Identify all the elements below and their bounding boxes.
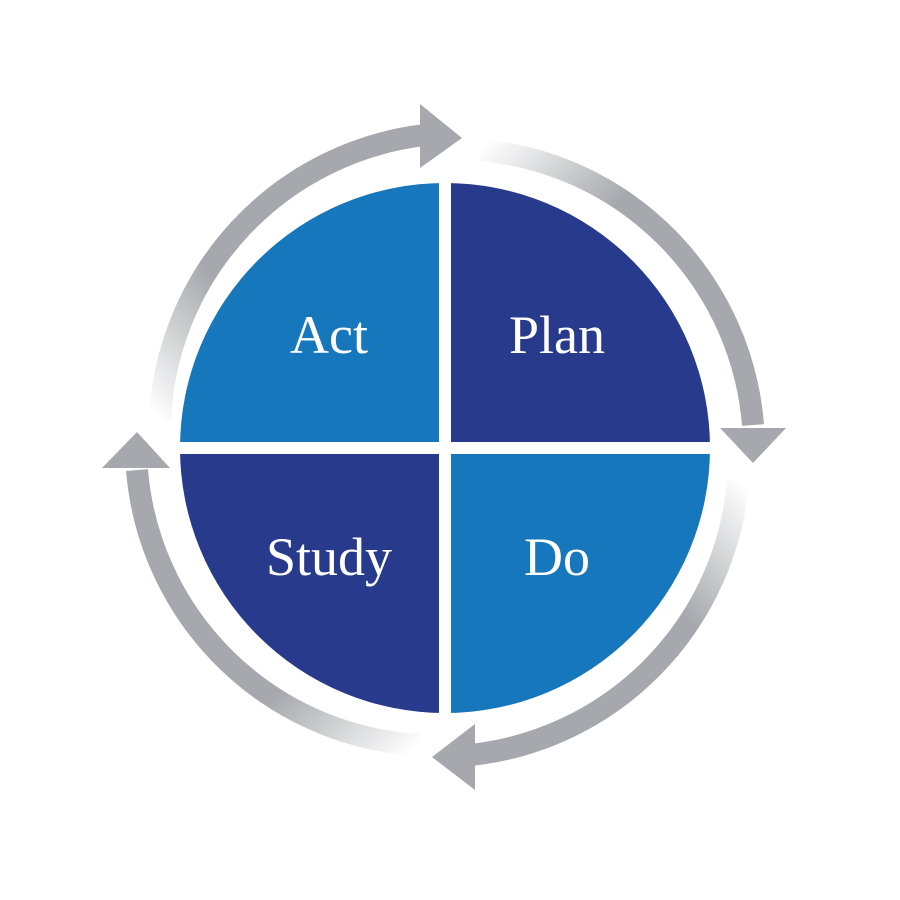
label-plan: Plan: [509, 305, 605, 365]
cycle-arrows: [102, 104, 786, 790]
arrowhead-plan-to-do-icon: [720, 428, 786, 463]
quadrant-plan: [445, 183, 710, 448]
label-act: Act: [290, 305, 368, 365]
label-do: Do: [524, 527, 590, 587]
arrow-study-to-act: [102, 432, 421, 756]
divider-horizontal: [175, 442, 715, 454]
arrow-plan-to-do: [479, 139, 786, 463]
arrow-do-to-study: [432, 479, 749, 790]
quadrant-act: [180, 183, 445, 448]
label-study: Study: [266, 527, 392, 587]
quadrant-study: [180, 448, 445, 713]
arrowhead-study-to-act-icon: [102, 432, 170, 468]
arrow-act-to-plan: [149, 104, 462, 421]
quadrant-circle: Act Plan Study Do: [175, 178, 715, 718]
arrowhead-act-to-plan-icon: [420, 104, 462, 168]
quadrant-do: [445, 448, 710, 713]
arrowhead-do-to-study-icon: [432, 724, 475, 790]
